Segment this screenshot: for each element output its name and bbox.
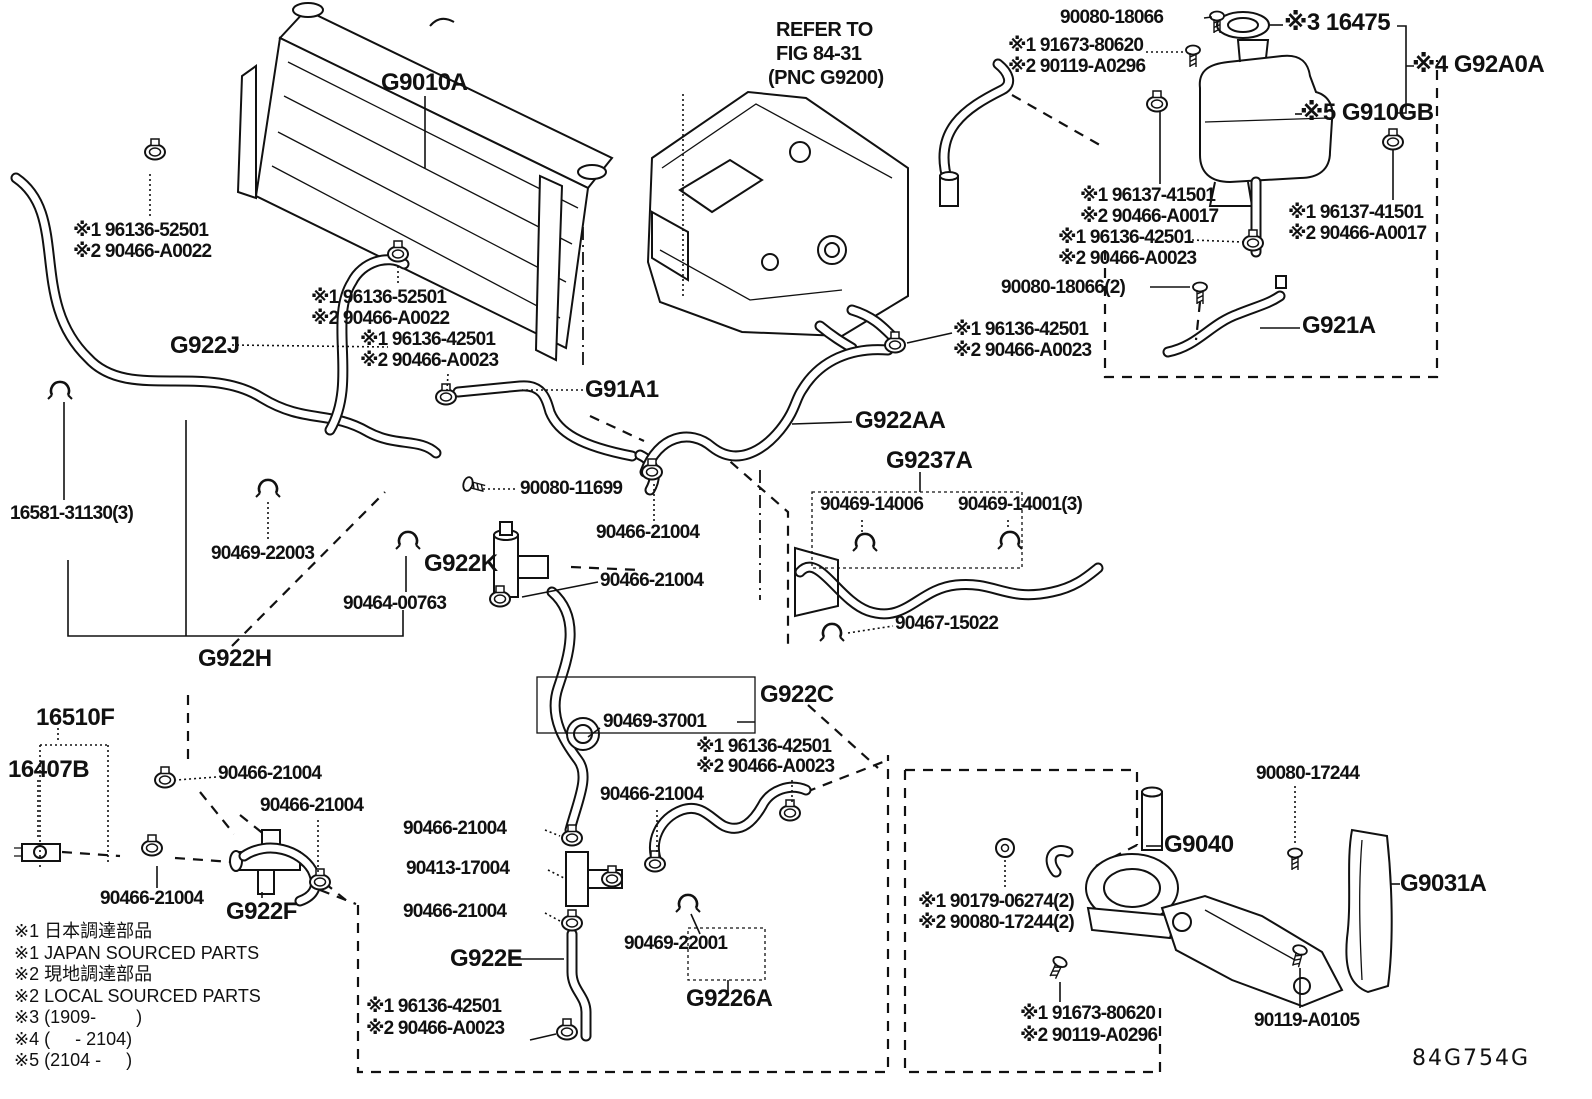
part-label: G9040: [1164, 831, 1234, 858]
part-label: G922J: [170, 332, 240, 359]
part-label: FIG 84-31: [776, 43, 862, 65]
part-label: ※1 96136-52501: [73, 220, 209, 241]
part-label: G9226A: [686, 985, 773, 1012]
part-label: 90467-15022: [895, 613, 999, 634]
part-label: 90466-21004: [260, 795, 364, 816]
callout-frames: [39, 25, 1414, 992]
hose-g922c-art: [546, 586, 600, 836]
part-label: ※2 90466-A0023: [953, 340, 1092, 361]
part-label: ※2 90466-A0023: [1058, 248, 1197, 269]
part-label: ※2 90466-A0023: [360, 350, 499, 371]
part-label: ※2 90119-A0296: [1008, 56, 1146, 77]
part-label: ※1 96137-41501: [1288, 202, 1424, 223]
part-label: 90469-14006: [820, 494, 924, 515]
part-label: 16407B: [8, 756, 90, 783]
part-label: 90466-21004: [600, 570, 704, 591]
hose-g922f-art: [238, 842, 321, 907]
figure-code: 84G754G: [1412, 1046, 1531, 1071]
part-label: G922F: [226, 898, 297, 925]
part-label: ※1 96136-42501: [366, 996, 502, 1017]
part-label: 90080-17244: [1256, 763, 1360, 784]
part-label: 90466-21004: [403, 901, 507, 922]
part-label: ※2 90466-A0022: [311, 308, 450, 329]
hose-g922aa-art: [639, 344, 894, 478]
legend-line: ※1 JAPAN SOURCED PARTS: [14, 942, 260, 963]
part-label: ※1 96136-52501: [311, 287, 447, 308]
part-label: 90080-18066: [1060, 7, 1164, 28]
part-label: ※1 96136-42501: [696, 736, 832, 757]
part-label: 90469-37001: [603, 711, 707, 732]
part-label: G922E: [450, 945, 523, 972]
pipe-g9237a-art: [794, 546, 1104, 620]
part-label: ※2 90466-A0017: [1288, 223, 1427, 244]
part-label: 90466-21004: [218, 763, 322, 784]
bracket-g9031a-art: [1160, 828, 1393, 1008]
part-label: 90466-21004: [596, 522, 700, 543]
part-label: 90466-21004: [600, 784, 704, 805]
part-label: 90413-17004: [406, 858, 510, 879]
part-label: ※1 91673-80620: [1008, 35, 1144, 56]
hose-g9226a-art: [648, 781, 812, 870]
part-label: ※2 90080-17244(2): [918, 912, 1075, 933]
part-label: 16510F: [36, 704, 115, 731]
part-label: ※2 90466-A0022: [73, 241, 212, 262]
part-label: 90080-11699: [520, 478, 623, 499]
part-label: G922H: [198, 645, 272, 672]
legend-line: ※5 (2104 - ): [14, 1050, 133, 1070]
part-label: 16581-31130(3): [10, 503, 134, 524]
part-label: ※4 G92A0A: [1412, 51, 1545, 78]
radiator-art: [236, 2, 614, 362]
legend-line: ※2 現地調達部品: [14, 964, 153, 984]
pump-g9040-art: [1045, 786, 1179, 940]
part-label: G9010A: [381, 69, 468, 96]
part-label: ※1 96136-42501: [1058, 227, 1194, 248]
part-label: 90469-14001(3): [958, 494, 1083, 515]
legend-line: ※3 (1909- ): [14, 1007, 143, 1027]
part-label: 90464-00763: [343, 593, 447, 614]
part-label: ※1 96136-42501: [953, 319, 1089, 340]
upper-right-hose-art: [938, 58, 1015, 207]
bracket-g921a-art: [1162, 275, 1287, 358]
part-label: G922AA: [855, 407, 946, 434]
part-label: 90469-22003: [211, 543, 315, 564]
part-label: 90466-21004: [100, 888, 204, 909]
part-label: ※2 90466-A0017: [1080, 206, 1219, 227]
part-label: ※1 90179-06274(2): [918, 891, 1075, 912]
part-label: REFER TO: [776, 19, 873, 41]
part-label: G921A: [1302, 312, 1376, 339]
part-label: G91A1: [585, 376, 659, 403]
sourcing-legend: ※1 日本調達部品※1 JAPAN SOURCED PARTS※2 現地調達部品…: [14, 921, 261, 1072]
part-label: ※5 G910GB: [1300, 99, 1434, 126]
dashed-group-boxes: [61, 60, 1439, 1074]
legend-line: ※1 日本調達部品: [14, 921, 153, 941]
part-label: 90466-21004: [403, 818, 507, 839]
legend-line: ※4 ( - 2104): [14, 1028, 133, 1049]
part-label: ※1 96137-41501: [1080, 185, 1216, 206]
leader-lines: [37, 16, 1400, 1041]
part-label: ※1 96136-42501: [360, 329, 496, 350]
part-label: 90080-18066(2): [1001, 277, 1126, 298]
part-label: 90119-A0105: [1254, 1010, 1360, 1031]
legend-line: ※2 LOCAL SOURCED PARTS: [14, 985, 261, 1006]
part-label: ※2 90466-A0023: [366, 1018, 505, 1039]
part-label: G922C: [760, 681, 834, 708]
valve-g922k-art: [493, 521, 549, 598]
part-label: G922K: [424, 550, 498, 577]
part-label: ※2 90466-A0023: [696, 756, 835, 777]
part-label: (PNC G9200): [768, 67, 884, 89]
part-label: G9237A: [886, 447, 973, 474]
inverter-art: [646, 90, 909, 354]
part-label: ※1 91673-80620: [1020, 1003, 1156, 1024]
hose-g922j-art: [10, 172, 442, 459]
part-label: 90469-22001: [624, 933, 728, 954]
part-label: ※2 90119-A0296: [1020, 1025, 1158, 1046]
part-label: ※3 16475: [1284, 9, 1391, 36]
part-label: G9031A: [1400, 870, 1487, 897]
